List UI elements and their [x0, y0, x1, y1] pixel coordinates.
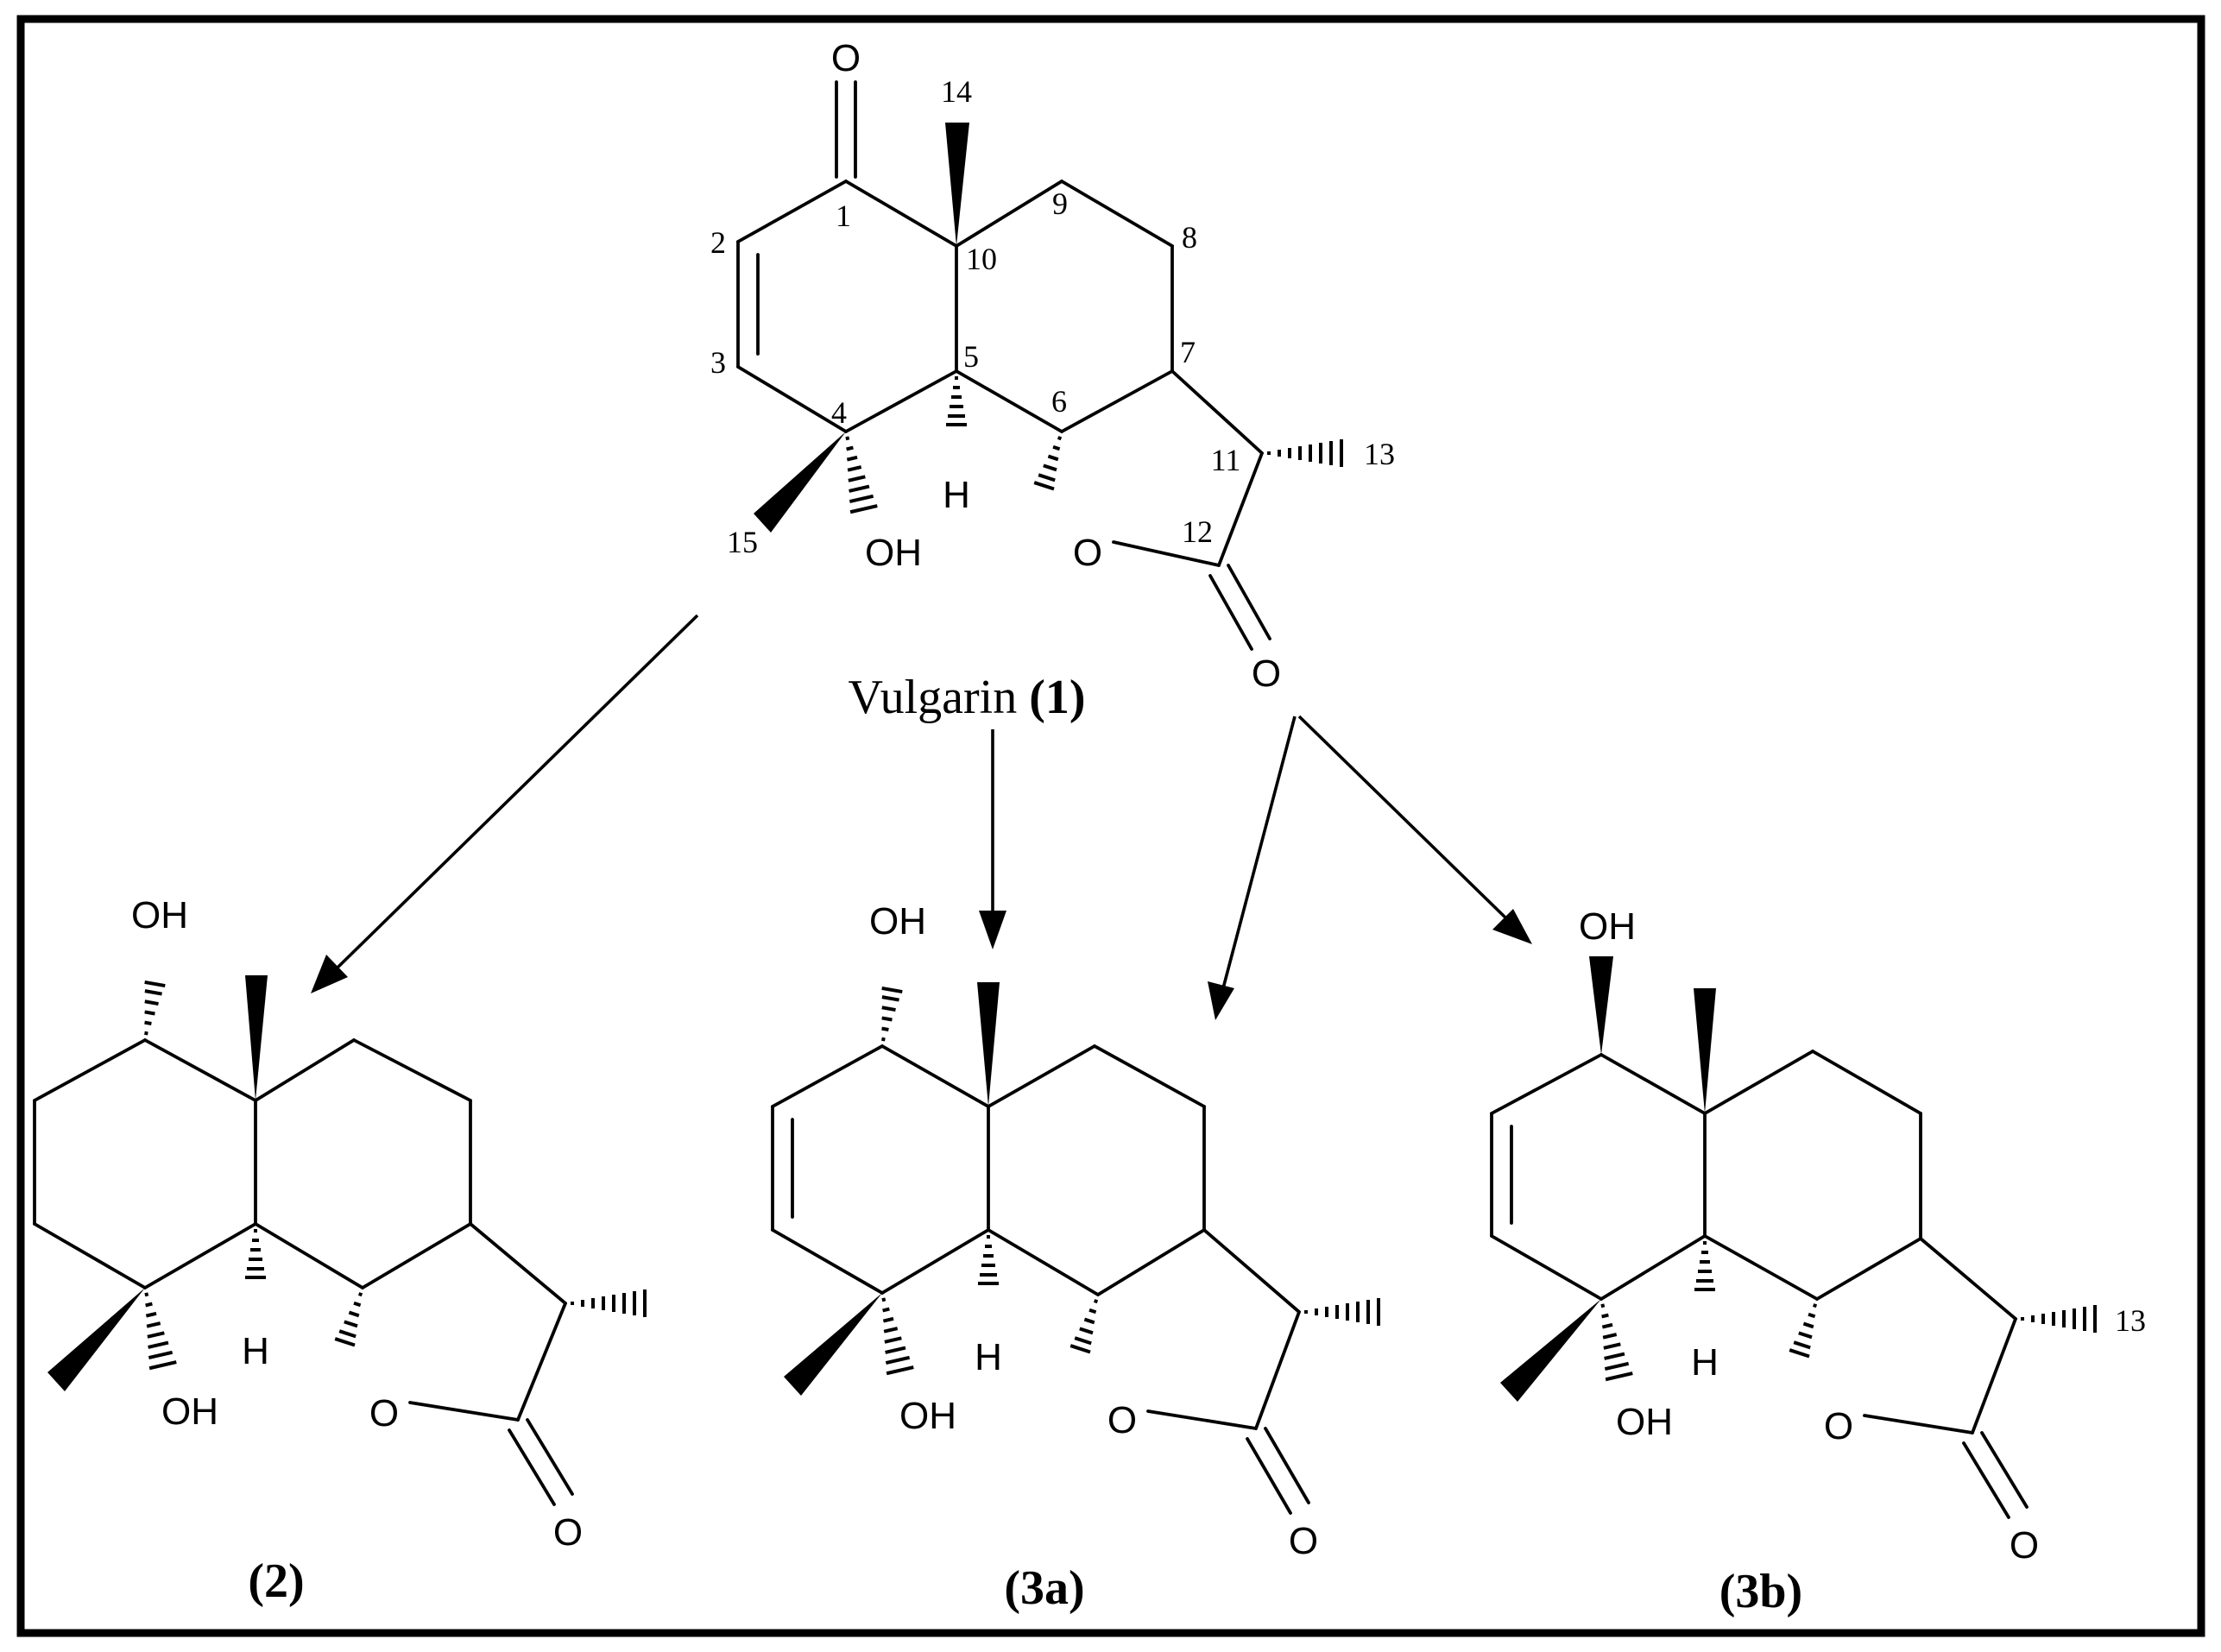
- carbon-number-15: 15: [727, 525, 758, 559]
- carbon-number-8: 8: [1182, 220, 1197, 255]
- carbon-number-11: 11: [1211, 443, 1241, 477]
- carbon-number-7: 7: [1180, 335, 1196, 369]
- reaction-arrow-to-2: [311, 614, 699, 993]
- carbon-number-10: 10: [966, 242, 997, 276]
- reaction-arrow-to-3a: [979, 729, 1006, 949]
- carbon-number-13: 13: [1364, 437, 1395, 471]
- product-3a-ring-oxygen: O: [1107, 1399, 1137, 1441]
- carbon-number-4: 4: [831, 395, 847, 430]
- product-3b-hydroxyl-top: OH: [1579, 905, 1636, 948]
- product-3a-carbonyl-oxygen: O: [1289, 1520, 1318, 1562]
- product-3b-carbonyl-oxygen: O: [2010, 1524, 2039, 1567]
- product-2-hydroxyl-bottom: OH: [161, 1390, 218, 1433]
- vulgarin-name-label: Vulgarin (1): [849, 671, 1086, 724]
- carbon-number-2: 2: [710, 225, 726, 260]
- reaction-arrow-to-3b: [1297, 715, 1532, 944]
- carbon-number-6: 6: [1051, 384, 1067, 419]
- product-3b-hydroxyl-bottom: OH: [1616, 1401, 1673, 1443]
- product-2-carbonyl-oxygen: O: [553, 1511, 583, 1554]
- vulgarin-carbonyl-oxygen: O: [1252, 653, 1281, 695]
- carbon-number-1: 1: [836, 199, 851, 233]
- reaction-arrow-to-3a-alt: [1208, 716, 1297, 1020]
- carbon-number-3: 3: [710, 345, 726, 380]
- carbon-number-12: 12: [1182, 514, 1213, 549]
- vulgarin-structure: [736, 80, 1343, 651]
- vulgarin-ring-oxygen: O: [1073, 532, 1102, 574]
- vulgarin-hydrogen: H: [943, 474, 970, 516]
- product-3a-hydroxyl-bottom: OH: [899, 1395, 956, 1437]
- product-2-ring-oxygen: O: [369, 1392, 399, 1434]
- product-2-structure: [33, 975, 647, 1506]
- vulgarin-ketone-oxygen: O: [831, 37, 861, 79]
- product-3b-structure: [1490, 956, 2097, 1519]
- product-3b-ring-oxygen: O: [1824, 1405, 1853, 1447]
- product-3b-label: (3b): [1719, 1565, 1802, 1618]
- product-3a-structure: [771, 982, 1380, 1515]
- product-2-label: (2): [248, 1554, 304, 1608]
- product-3b-hydrogen: H: [1691, 1341, 1719, 1384]
- product-3a-hydroxyl-top: OH: [869, 900, 926, 943]
- scheme-frame: [16, 15, 2205, 1637]
- carbon-number-14: 14: [941, 74, 972, 109]
- product-3a-label: (3a): [1004, 1561, 1084, 1615]
- product-3b-carbon-number-13: 13: [2115, 1303, 2146, 1338]
- product-2-hydroxyl-top: OH: [131, 894, 188, 936]
- product-3a-hydrogen: H: [975, 1336, 1002, 1378]
- carbon-number-5: 5: [963, 339, 979, 374]
- vulgarin-hydroxyl: OH: [865, 532, 922, 574]
- carbon-number-9: 9: [1052, 186, 1068, 221]
- product-2-hydrogen: H: [242, 1330, 269, 1372]
